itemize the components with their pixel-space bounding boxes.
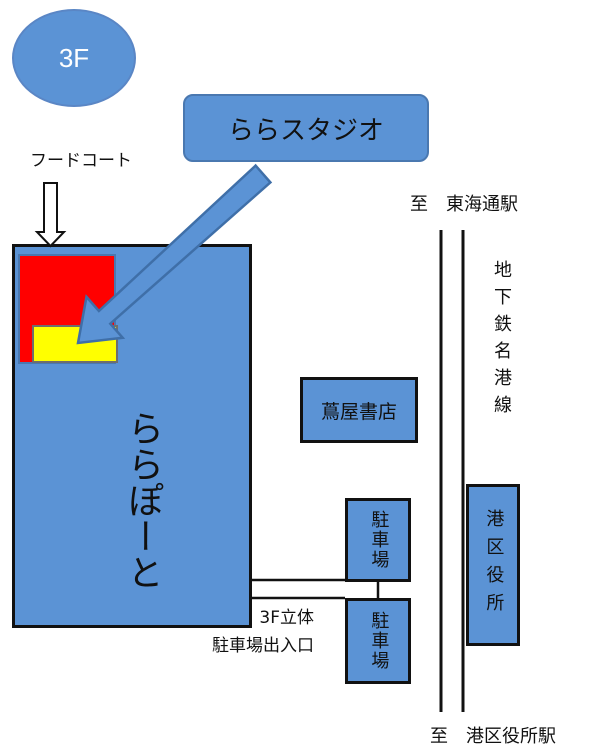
lalaport-label: ららぽーと	[122, 410, 163, 590]
pointer-arrow-icon	[76, 163, 273, 345]
direction-north-label: 至 東海通駅	[410, 194, 518, 215]
parking-entrance-label: 3F立体 駐車場出入口	[212, 604, 314, 660]
direction-south-label: 至 港区役所駅	[430, 726, 556, 747]
ward-office-label: 港区役所	[483, 509, 505, 621]
parking-lower: 駐車場	[345, 598, 411, 684]
floor-badge: 3F	[12, 9, 136, 107]
down-arrow-icon	[34, 182, 67, 248]
parking-upper: 駐車場	[345, 498, 411, 582]
parking-lower-label: 駐車場	[368, 611, 390, 671]
tsutaya-label: 蔦屋書店	[320, 400, 397, 423]
studio-callout: ららスタジオ	[183, 94, 429, 162]
ward-office: 港区役所	[466, 484, 520, 646]
parking-entrance-line2: 駐車場出入口	[212, 636, 314, 656]
floor-label: 3F	[58, 42, 90, 73]
parking-upper-label: 駐車場	[368, 510, 390, 570]
parking-entrance-line1: 3F立体	[259, 608, 314, 628]
subway-line-label: 地下鉄名港線	[491, 260, 512, 422]
studio-label: ららスタジオ	[227, 115, 384, 146]
tsutaya-bookstore: 蔦屋書店	[300, 377, 418, 443]
food-court-label: フードコート	[30, 151, 132, 171]
